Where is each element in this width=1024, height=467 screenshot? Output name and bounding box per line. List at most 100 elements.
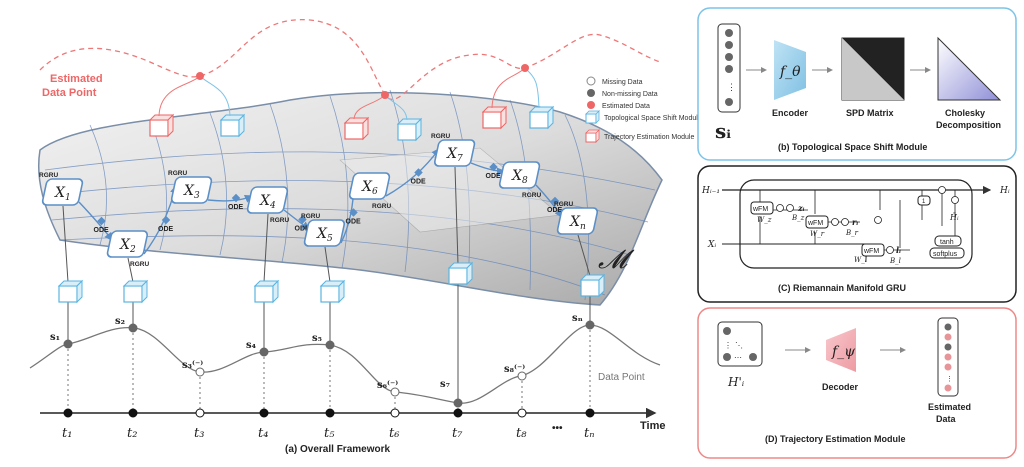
tss-cube-icon: [319, 279, 346, 304]
time-label-9: tₙ: [584, 426, 595, 441]
estimated-point: [521, 64, 529, 72]
br-label: B_r: [845, 229, 859, 237]
s-i-label: sᵢ: [715, 119, 731, 143]
estimate-link: [524, 67, 540, 109]
legend-nonmissing-marker: [587, 89, 595, 97]
legend-estimated: Estimated Data: [602, 103, 650, 110]
sample-label-1: s₁: [50, 332, 60, 343]
time-tick: [195, 408, 205, 418]
manifold-surface: [37, 91, 663, 306]
wfm-r-label: wFM: [807, 220, 823, 227]
svg-text:⋱: ⋱: [735, 341, 743, 350]
tss-cube-icon: [447, 261, 474, 286]
ode-label: ODE: [158, 226, 174, 233]
tss-cube-icon: [57, 279, 84, 304]
h-tilde-label: H̃ᵢ: [949, 213, 959, 222]
panel-b: ⋮ sᵢ f_θ Encoder SPD Matrix Cholesky Dec…: [697, 7, 1017, 161]
spd-light: [842, 38, 904, 100]
wfm-l-label: wFM: [863, 248, 879, 255]
node-box: [106, 230, 149, 258]
node-sub: 8: [522, 176, 528, 186]
time-label-3: t₃: [194, 426, 204, 441]
legend-cube-red-icon: [585, 129, 600, 143]
time-tick: [390, 408, 400, 418]
legend-missing: Missing Data: [602, 79, 643, 86]
feed-line: [127, 257, 134, 283]
node-box: [303, 219, 346, 247]
bl-label: B_l: [889, 257, 901, 265]
ode-label: ODE: [228, 204, 244, 211]
estimate-link: [491, 67, 526, 109]
time-tick: [517, 408, 527, 418]
sample-label-3: s₃⁽⁻⁾: [182, 360, 203, 371]
time-label-2: t₂: [127, 426, 137, 441]
node-box: [170, 176, 213, 204]
rgru-label: RGRU: [372, 203, 391, 210]
h-prime-label: H'ᵢ: [727, 375, 745, 389]
ode-label: ODE: [94, 227, 110, 234]
wfm-l-box: [861, 243, 885, 257]
svg-text:⋮: ⋮: [946, 376, 953, 383]
missing-point: [517, 371, 527, 381]
ode-marker: [414, 168, 423, 177]
feed-line: [577, 234, 591, 277]
h-out-label: Hᵢ: [999, 186, 1010, 196]
time-label-4: t₄: [258, 426, 268, 441]
node-sub: n: [580, 222, 586, 232]
decoder-shape: [826, 328, 856, 372]
sample-label-9: sₙ: [572, 313, 583, 324]
sample-label-8: s₈⁽⁻⁾: [504, 364, 525, 375]
node-box: [41, 178, 84, 206]
rgru-label: RGRU: [301, 213, 320, 220]
l-label: lᵢ: [896, 245, 901, 255]
encoder-label: Encoder: [772, 108, 809, 118]
rgru-label: RGRU: [522, 192, 541, 199]
ode-label: ODE: [295, 226, 311, 233]
sample-label-4: s₄: [246, 340, 257, 351]
tem-cube-icon: [481, 105, 508, 130]
bz-label: B_z: [791, 214, 805, 222]
overall-framework: Time ••• t₁s₁t₂s₂t₃s₃⁽⁻⁾t₄s₄t₅s₅t₆s₆⁽⁻⁾t…: [29, 19, 702, 455]
softplus-box: [929, 247, 965, 259]
wfm-z-label: wFM: [752, 206, 768, 213]
vector-dots: ⋮: [727, 82, 736, 92]
tss-cube-icon: [579, 273, 606, 298]
node-sub: 1: [65, 193, 71, 203]
time-ellipsis: •••: [552, 423, 563, 434]
node-sub: 6: [372, 187, 378, 197]
wfm-z-box: [750, 201, 774, 215]
estimated-point: [196, 72, 204, 80]
time-label-7: t₇: [452, 426, 463, 441]
tanh-box: [934, 235, 962, 247]
feed-line: [62, 205, 69, 283]
caption-d: (D) Trajectory Estimation Module: [765, 434, 906, 444]
r-label: rᵢ: [852, 217, 858, 227]
cholesky-triangle: [937, 36, 1002, 101]
time-tick: [259, 408, 269, 418]
data-point: [128, 323, 138, 333]
wr-label: W_r: [810, 230, 825, 238]
one-minus-box: [917, 195, 931, 206]
ode-marker: [349, 208, 358, 217]
time-label: Time: [640, 420, 665, 432]
time-tick: [128, 408, 138, 418]
sample-label-2: s₂: [115, 316, 125, 327]
ode-marker: [231, 193, 241, 203]
time-tick: [585, 408, 595, 418]
rgru-label: RGRU: [270, 217, 289, 224]
data-point-label: Data Point: [598, 372, 645, 383]
node-sub: 4: [269, 201, 276, 211]
cholesky-label-1: Cholesky: [945, 108, 985, 118]
node-box: [556, 207, 599, 235]
wl-label: W_l: [854, 256, 867, 264]
ode-marker: [298, 215, 307, 224]
feed-line: [454, 166, 459, 265]
one-label: 1: [922, 199, 926, 205]
softplus-label: softplus: [933, 251, 958, 258]
ode-label: ODE: [411, 179, 427, 186]
